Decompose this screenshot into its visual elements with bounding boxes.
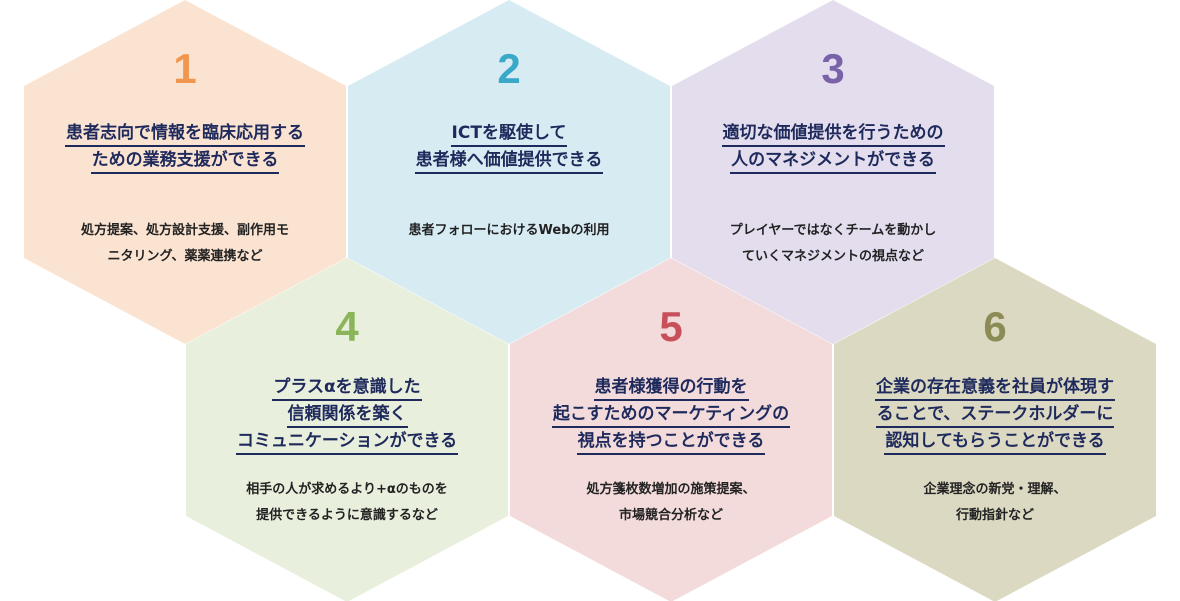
hexagon-4-title-line: コミュニケーションができる — [235, 429, 459, 455]
hexagon-2-number: 2 — [497, 45, 521, 92]
hexagon-6-title: 企業の存在意義を社員が体現す ることで、ステークホルダーに 認知してもらうことが… — [845, 374, 1145, 455]
hexagon-4-title-line: 信頼関係を築く — [286, 402, 408, 428]
hexagon-6: 6 企業の存在意義を社員が体現す ることで、ステークホルダーに 認知してもらうこ… — [845, 306, 1145, 529]
hexagon-3-title-line: 適切な価値提供を行うための — [721, 121, 945, 147]
hexagon-2-title-line: ICTを駆使して — [450, 121, 568, 147]
hexagon-4-shape — [186, 258, 508, 601]
hexagon-1-title-line: ための業務支援ができる — [90, 148, 280, 174]
hexagon-1-description: 処方提案、処方設計支援、副作用モ ニタリング、薬薬連携など — [35, 218, 335, 270]
hexagon-3-title-line: 人のマネジメントができる — [730, 148, 936, 174]
hexagon-3-description: プレイヤーではなくチームを動かし ていくマネジメントの視点など — [683, 218, 983, 270]
hexagon-6-desc-line: 企業理念の新党・理解、 — [923, 482, 1067, 497]
hexagon-5-number: 5 — [659, 303, 683, 350]
hexagon-5-desc-line: 処方箋枚数増加の施策提案、 — [586, 482, 756, 497]
hexagon-3-title: 適切な価値提供を行うための 人のマネジメントができる — [683, 120, 983, 174]
hexagon-5-shape — [510, 258, 832, 601]
hexagon-6-title-line: 企業の存在意義を社員が体現す — [875, 375, 1115, 401]
hexagon-5-title-line: 視点を持つことができる — [576, 429, 766, 455]
hexagon-2-description: 患者フォローにおけるWebの利用 — [359, 218, 659, 244]
hexagon-4-description: 相手の人が求めるより+αのものを 提供できるように意識するなど — [197, 477, 497, 529]
hexagon-1: 1 患者志向で情報を臨床応用する ための業務支援ができる 処方提案、処方設計支援… — [35, 48, 335, 270]
hexagon-2-title-line: 患者様へ価値提供できる — [414, 148, 604, 174]
hexagon-6-shape — [834, 258, 1156, 601]
hexagon-1-number: 1 — [173, 45, 197, 92]
hexagon-4-title: プラスαを意識した 信頼関係を築く コミュニケーションができる — [197, 374, 497, 455]
hexagon-6-number: 6 — [983, 303, 1007, 350]
hexagon-2: 2 ICTを駆使して 患者様へ価値提供できる 患者フォローにおけるWebの利用 — [359, 48, 659, 244]
hexagon-4-number: 4 — [335, 303, 359, 350]
hexagon-2-desc-line: 患者フォローにおけるWebの利用 — [408, 223, 610, 238]
hexagon-4: 4 プラスαを意識した 信頼関係を築く コミュニケーションができる 相手の人が求… — [197, 306, 497, 529]
hexagon-1-desc-line: ニタリング、薬薬連携など — [107, 249, 263, 264]
hexagon-1-title: 患者志向で情報を臨床応用する ための業務支援ができる — [35, 120, 335, 174]
hexagon-5-title: 患者様獲得の行動を 起こすためのマーケティングの 視点を持つことができる — [521, 374, 821, 455]
hexagon-3-desc-line: プレイヤーではなくチームを動かし — [729, 223, 937, 238]
hexagon-6-title-line: 認知してもらうことができる — [884, 429, 1106, 455]
hexagon-6-title-line: ることで、ステークホルダーに — [875, 402, 1115, 428]
hexagon-4-desc-line: 相手の人が求めるより+αのものを — [246, 482, 448, 497]
hexagon-5-description: 処方箋枚数増加の施策提案、 市場競合分析など — [521, 477, 821, 529]
hexagon-5: 5 患者様獲得の行動を 起こすためのマーケティングの 視点を持つことができる 処… — [521, 306, 821, 529]
hexagon-3-number: 3 — [821, 45, 845, 92]
hexagon-5-title-line: 患者様獲得の行動を — [593, 375, 749, 401]
hexagon-3: 3 適切な価値提供を行うための 人のマネジメントができる プレイヤーではなくチー… — [683, 48, 983, 270]
hexagon-5-desc-line: 市場競合分析など — [618, 508, 723, 523]
hexagon-3-desc-line: ていくマネジメントの視点など — [741, 249, 924, 264]
hexagon-6-description: 企業理念の新党・理解、 行動指針など — [845, 477, 1145, 529]
hexagon-5-title-line: 起こすためのマーケティングの — [551, 402, 791, 428]
hexagon-6-desc-line: 行動指針など — [955, 508, 1034, 523]
hexagon-1-desc-line: 処方提案、処方設計支援、副作用モ — [80, 223, 289, 238]
hexagon-4-title-line: プラスαを意識した — [272, 375, 422, 401]
hexagon-1-title-line: 患者志向で情報を臨床応用する — [65, 121, 305, 147]
hexagon-2-title: ICTを駆使して 患者様へ価値提供できる — [359, 120, 659, 174]
hexagon-4-desc-line: 提供できるように意識するなど — [256, 508, 438, 523]
